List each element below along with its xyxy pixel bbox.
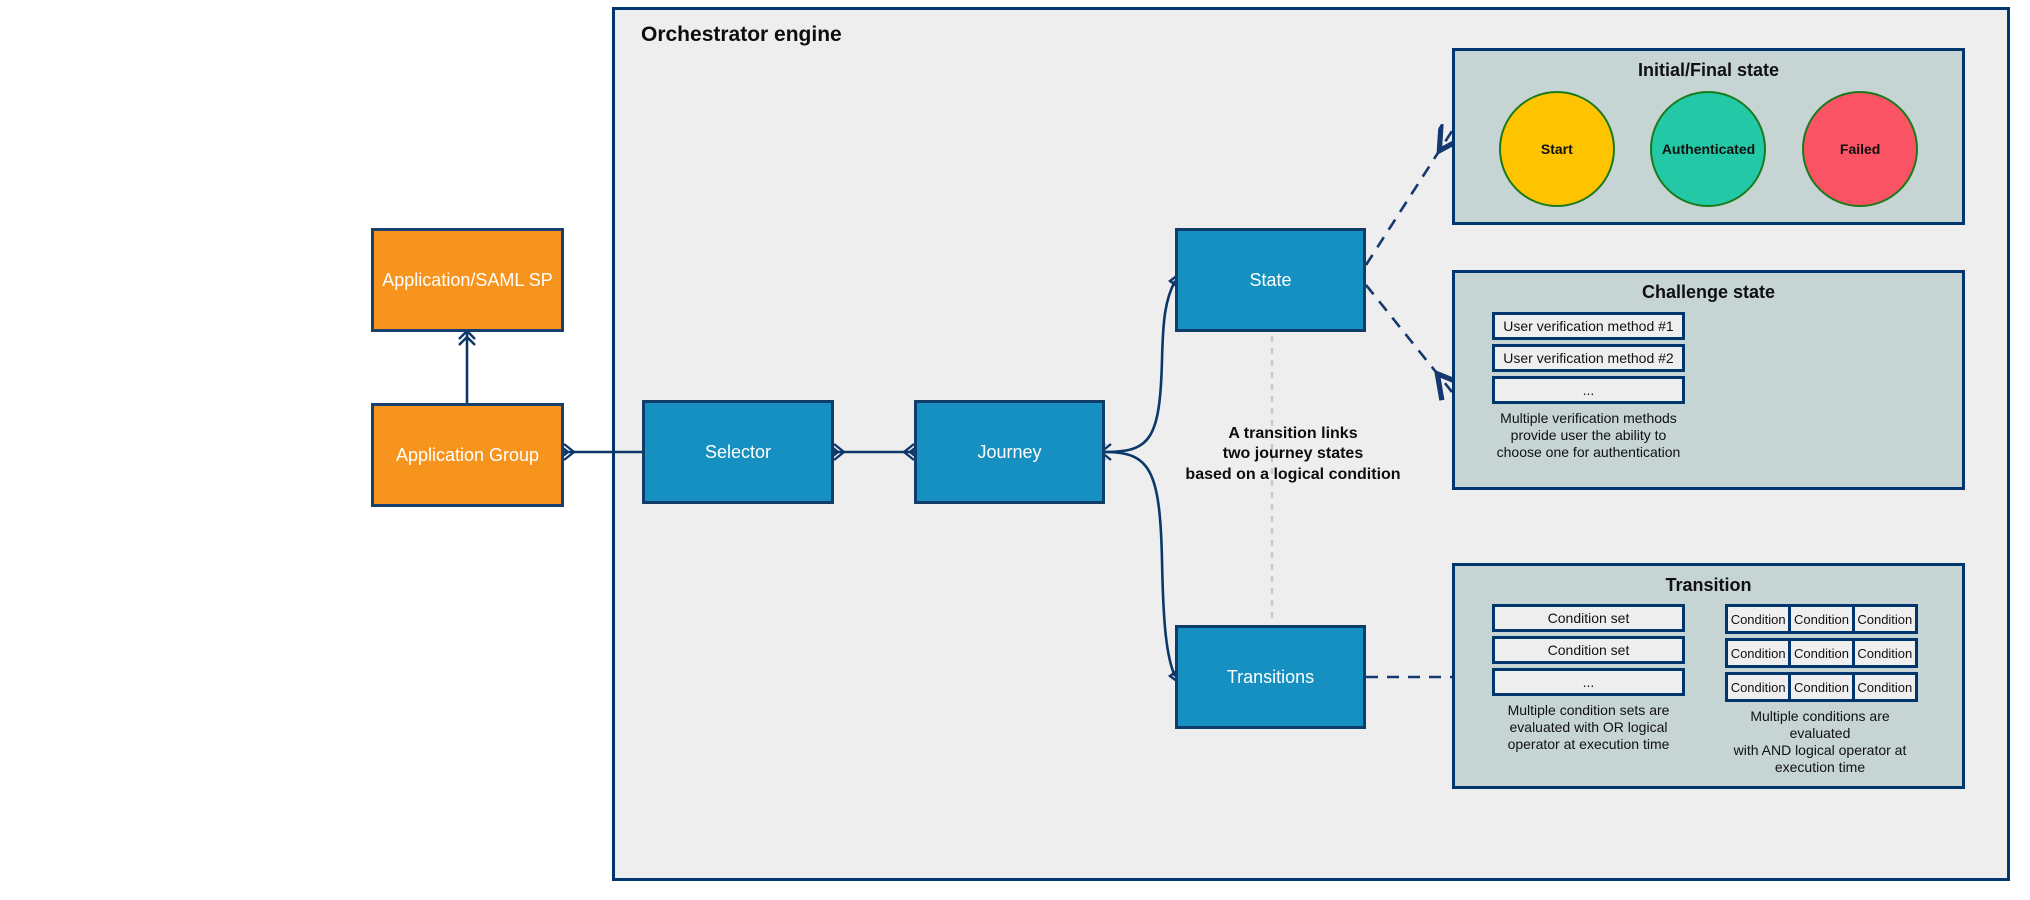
state-circle-failed[interactable]: Failed: [1802, 91, 1919, 207]
condition-cell[interactable]: Condition: [1725, 638, 1792, 668]
state-circle-start[interactable]: Start: [1498, 91, 1615, 207]
state-circle-authenticated-label: Authenticated: [1661, 141, 1756, 157]
state-circle-authenticated[interactable]: Authenticated: [1650, 91, 1767, 207]
condition-cell[interactable]: Condition: [1788, 672, 1855, 702]
condition-set-item[interactable]: Condition set: [1492, 604, 1685, 632]
challenge-caption: Multiple verification methods provide us…: [1492, 410, 1685, 461]
challenge-caption-line-2: provide user the ability to: [1510, 427, 1667, 444]
condition-grid-caption-line-3: execution time: [1774, 759, 1866, 776]
condition-set-caption: Multiple condition sets are evaluated wi…: [1492, 702, 1685, 753]
panel-initial-final-state: Initial/Final state Start Authenticated …: [1452, 48, 1965, 225]
transition-annotation-line-1: A transition links: [1228, 425, 1358, 442]
challenge-method-item[interactable]: ...: [1492, 376, 1685, 404]
panel-initial-final-state-title: Initial/Final state: [1637, 60, 1780, 80]
condition-cell[interactable]: Condition: [1851, 672, 1918, 702]
condition-cell[interactable]: Condition: [1788, 638, 1855, 668]
challenge-caption-line-3: choose one for authentication: [1496, 444, 1681, 461]
node-application-group-label: Application Group: [395, 444, 540, 465]
condition-grid-row: Condition Condition Condition: [1725, 672, 1918, 702]
condition-set-caption-line-2: evaluated with OR logical: [1509, 719, 1668, 736]
transition-annotation-line-3: based on a logical condition: [1185, 465, 1401, 483]
condition-cell[interactable]: Condition: [1725, 604, 1792, 634]
challenge-method-item[interactable]: User verification method #1: [1492, 312, 1685, 340]
node-application-saml-sp[interactable]: Application/SAML SP: [371, 228, 564, 332]
condition-grid-caption-line-1: Multiple conditions are evaluated: [1750, 708, 1890, 742]
node-state[interactable]: State: [1175, 228, 1366, 332]
condition-set-item[interactable]: Condition set: [1492, 636, 1685, 664]
condition-set-caption-line-3: operator at execution time: [1507, 736, 1670, 753]
panel-challenge-state-title: Challenge state: [1641, 282, 1776, 302]
panel-transition-title: Transition: [1665, 575, 1752, 595]
condition-grid-row: Condition Condition Condition: [1725, 638, 1918, 668]
node-journey-label: Journey: [977, 441, 1042, 462]
challenge-method-item[interactable]: User verification method #2: [1492, 344, 1685, 372]
transition-annotation: A transition links two journey states ba…: [1148, 424, 1438, 485]
condition-cell[interactable]: Condition: [1851, 638, 1918, 668]
condition-grid-caption-line-2: with AND logical operator at: [1733, 742, 1907, 759]
condition-grid-caption: Multiple conditions are evaluated with A…: [1725, 708, 1915, 776]
state-circle-failed-label: Failed: [1839, 141, 1881, 157]
orchestrator-engine-title: Orchestrator engine: [641, 23, 842, 46]
condition-grid: Condition Condition Condition Condition …: [1725, 604, 1918, 776]
condition-cell[interactable]: Condition: [1851, 604, 1918, 634]
node-state-label: State: [1249, 269, 1292, 290]
node-application-group[interactable]: Application Group: [371, 403, 564, 507]
node-transitions-label: Transitions: [1226, 666, 1315, 687]
node-selector-label: Selector: [704, 441, 772, 462]
transition-annotation-line-2: two journey states: [1222, 445, 1364, 463]
condition-set-caption-line-1: Multiple condition sets are: [1507, 702, 1670, 718]
initial-final-state-circles: Start Authenticated Failed: [1455, 91, 1962, 207]
challenge-caption-line-1: Multiple verification methods: [1500, 410, 1677, 426]
state-circle-start-label: Start: [1540, 141, 1573, 157]
challenge-method-list: User verification method #1 User verific…: [1492, 312, 1685, 461]
condition-grid-row: Condition Condition Condition: [1725, 604, 1918, 634]
node-selector[interactable]: Selector: [642, 400, 834, 504]
condition-set-list: Condition set Condition set ... Multiple…: [1492, 604, 1685, 753]
node-journey[interactable]: Journey: [914, 400, 1105, 504]
node-transitions[interactable]: Transitions: [1175, 625, 1366, 729]
connector-app-saml-to-app-group: [458, 329, 476, 403]
condition-cell[interactable]: Condition: [1725, 672, 1792, 702]
condition-set-item[interactable]: ...: [1492, 668, 1685, 696]
node-application-saml-sp-label: Application/SAML SP: [382, 269, 553, 290]
condition-cell[interactable]: Condition: [1788, 604, 1855, 634]
